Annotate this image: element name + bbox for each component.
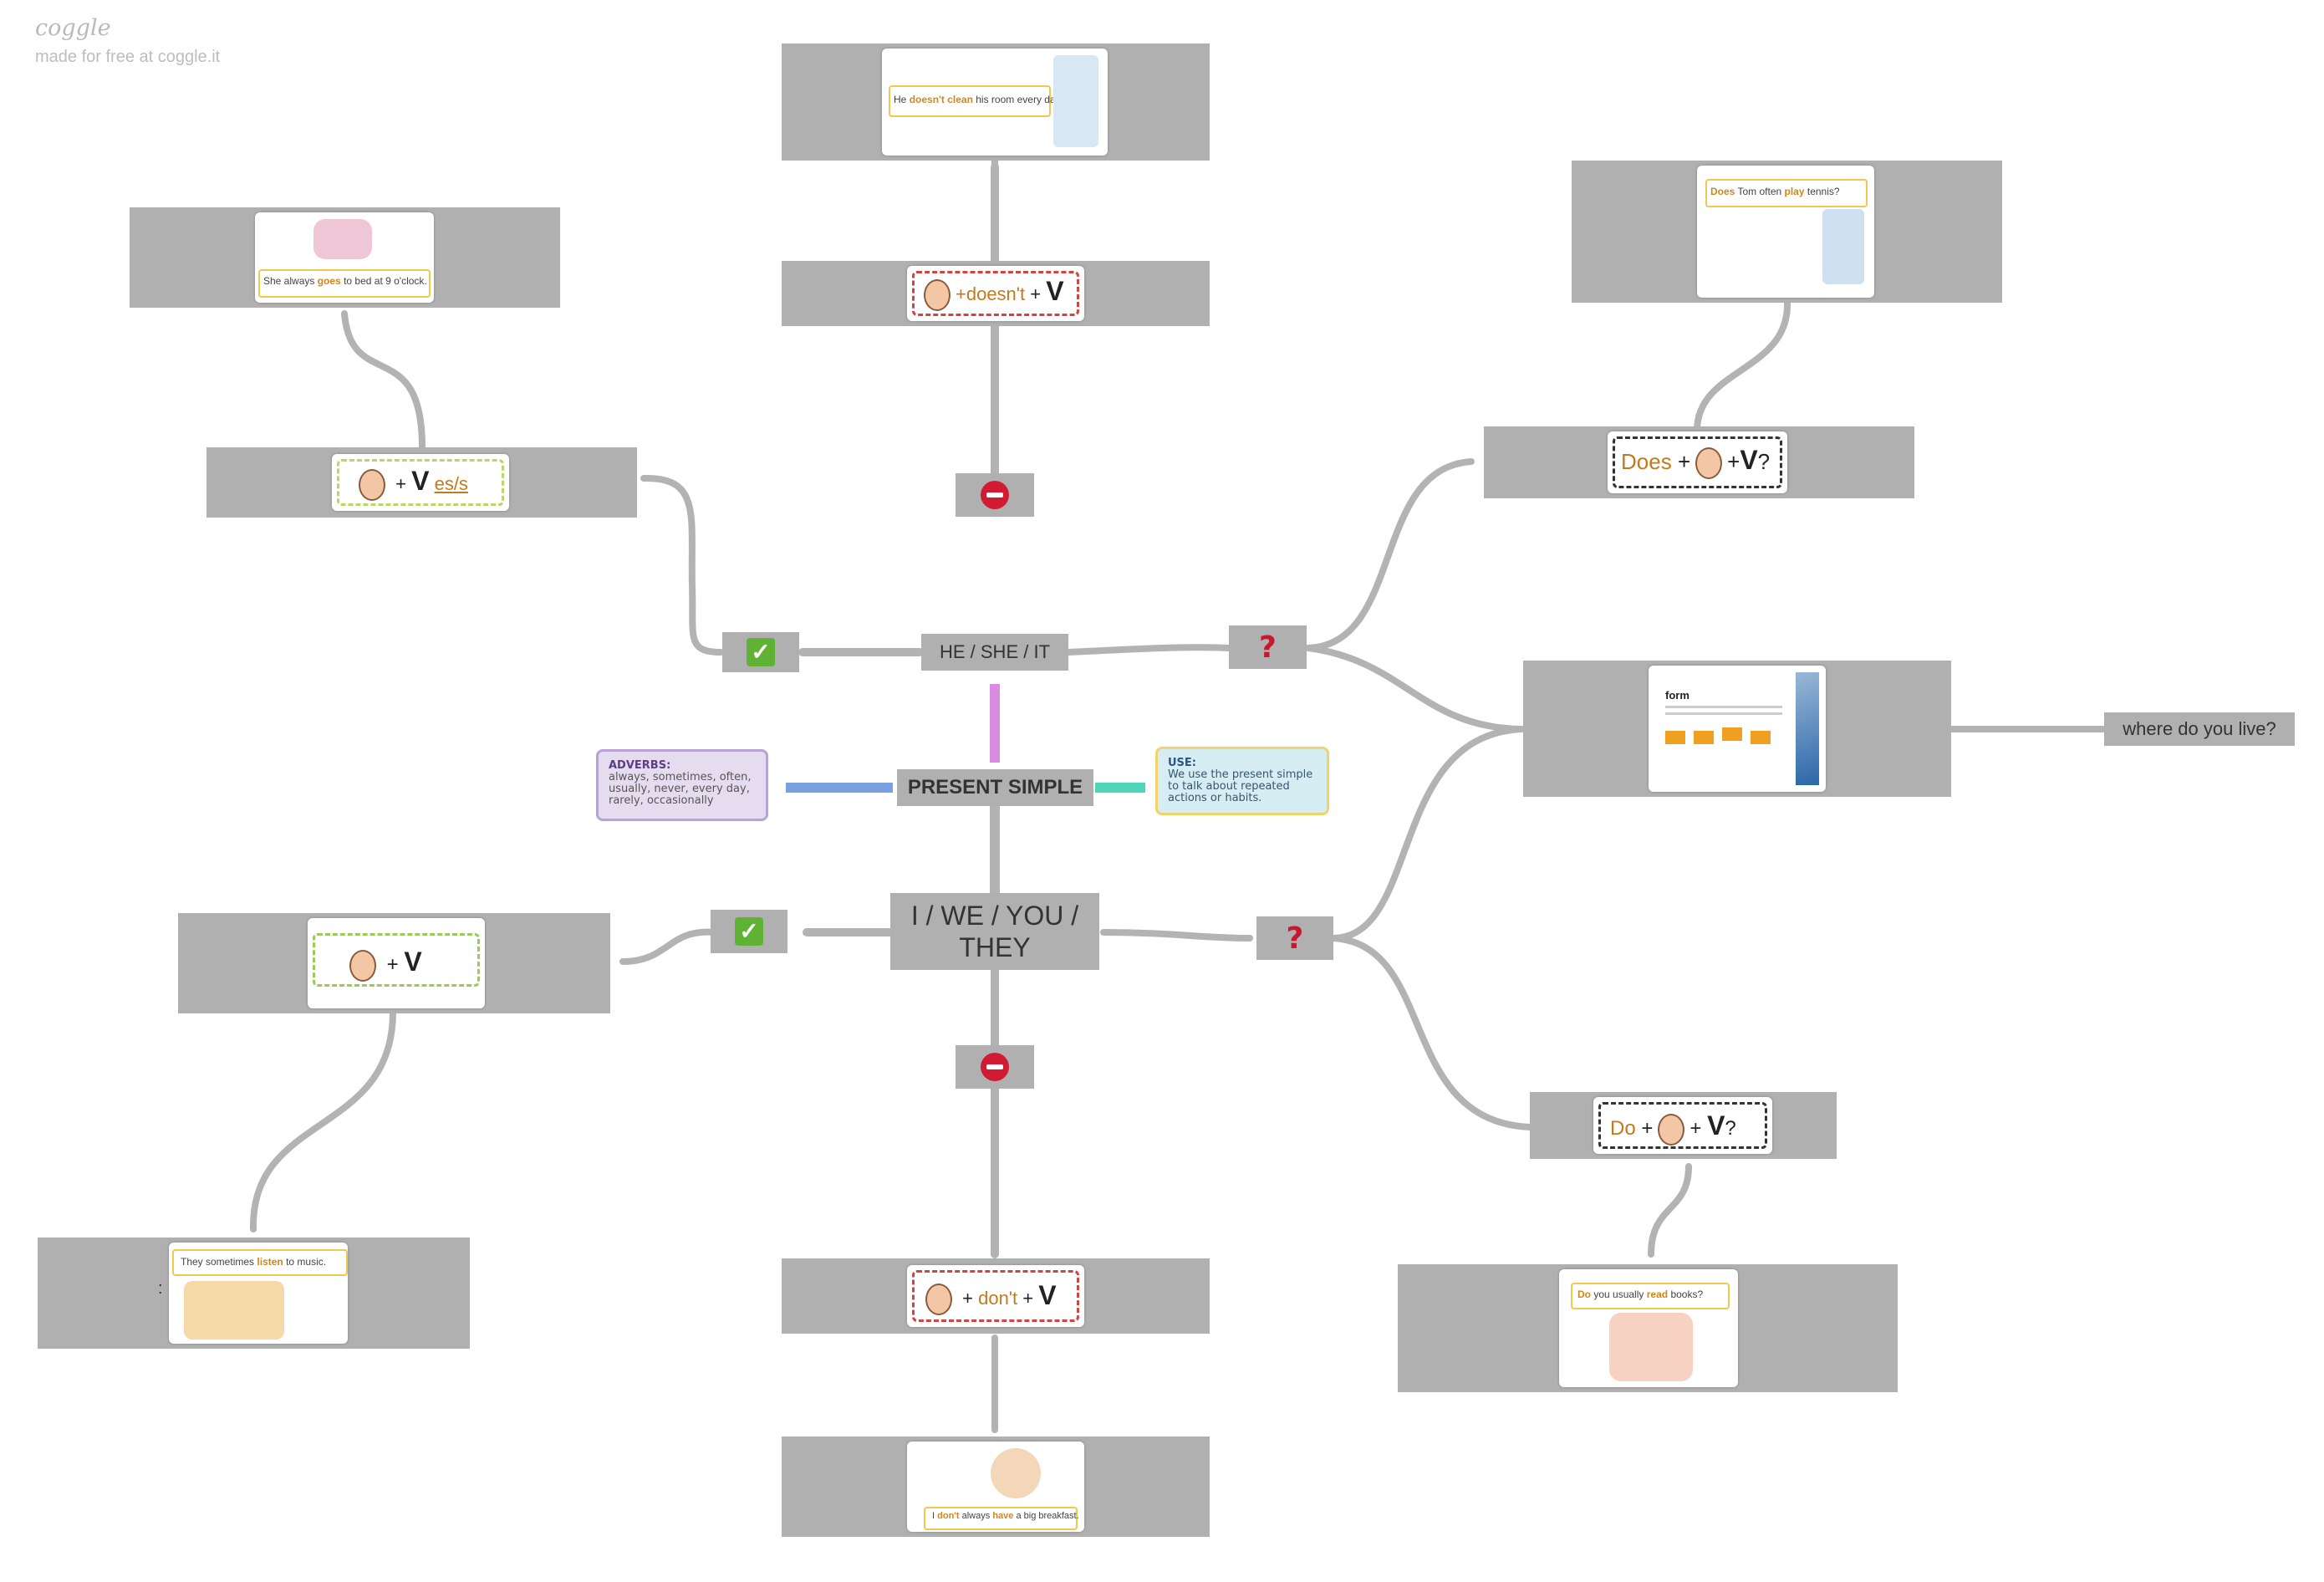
example-caption: I don't always have a big breakfast.: [932, 1511, 1079, 1521]
formula-text: + don't + V: [920, 1280, 1057, 1316]
form-title: form: [1665, 689, 1689, 702]
i-we-you-they-node[interactable]: I / WE / YOU / THEY: [890, 893, 1099, 970]
face-icon: [925, 1283, 952, 1316]
girl-illustration: [313, 219, 372, 259]
he-negative-formula-node[interactable]: +doesn't + V: [782, 261, 1210, 326]
branch-line: [1330, 726, 1525, 942]
children-music-illustration: [184, 1281, 284, 1340]
face-icon: [1695, 447, 1723, 480]
example-caption: He doesn't clean his room every day.: [894, 94, 1063, 105]
example-caption: She always goes to bed at 9 o'clock.: [263, 275, 427, 287]
branch-line: [1305, 458, 1475, 651]
they-question-formula-node[interactable]: Do ++ V?: [1530, 1092, 1837, 1159]
question-icon: ?: [1259, 630, 1277, 665]
formula-image: Do ++ V?: [1593, 1097, 1772, 1154]
boy-tennis-illustration: [1822, 209, 1864, 284]
where-do-you-live-label: where do you live?: [2123, 718, 2276, 739]
they-affirmative-sign-node[interactable]: ✓: [711, 910, 787, 953]
he-question-formula-node[interactable]: Does ++V?: [1484, 426, 1914, 498]
formula-image: + V es/s: [332, 454, 509, 511]
question-icon: ?: [1286, 921, 1304, 956]
branch-line: [1694, 299, 1791, 434]
coggle-tagline[interactable]: made for free at coggle.it: [35, 48, 221, 66]
branch-line: [341, 310, 426, 451]
use-title: USE:: [1168, 757, 1196, 769]
boy-cleaning-illustration: [1053, 55, 1098, 147]
stop-icon: [981, 481, 1009, 509]
formula-text: +doesn't + V: [919, 276, 1064, 312]
they-question-sign-node[interactable]: ?: [1256, 916, 1333, 960]
he-affirmative-sign-node[interactable]: ✓: [722, 632, 799, 672]
example-image: I don't always have a big breakfast.: [907, 1442, 1084, 1532]
formula-text: Does ++V?: [1621, 445, 1770, 480]
they-affirmative-formula-node[interactable]: + V: [178, 913, 610, 1013]
central-node[interactable]: PRESENT SIMPLE: [897, 769, 1093, 806]
he-she-it-label: HE / SHE / IT: [939, 641, 1051, 662]
example-caption: Does Tom often play tennis?: [1710, 186, 1840, 197]
face-icon: [924, 279, 950, 312]
he-affirmative-example-node[interactable]: She always goes to bed at 9 o'clock.: [130, 207, 560, 308]
example-image: Do you usually read books?: [1559, 1269, 1738, 1387]
formula-image: + don't + V: [907, 1265, 1084, 1327]
branch-line: [1330, 935, 1533, 1130]
form-card-node[interactable]: form: [1523, 661, 1951, 797]
branch-line: [1648, 1163, 1692, 1258]
he-question-sign-node[interactable]: ?: [1229, 625, 1307, 669]
formula-image: + V: [308, 918, 485, 1008]
mother-daughter-reading-illustration: [1609, 1313, 1693, 1381]
adverbs-text: always, sometimes, often, usually, never…: [609, 771, 752, 807]
formula-text: Do ++ V?: [1610, 1110, 1736, 1146]
formula-image: +doesn't + V: [907, 266, 1084, 321]
he-question-example-node[interactable]: Does Tom often play tennis?: [1572, 161, 2002, 303]
face-icon: [359, 469, 385, 502]
verb-symbol: V: [411, 466, 430, 496]
plus-sign: +: [395, 473, 406, 494]
boy-breakfast-illustration: [991, 1448, 1041, 1498]
check-icon: ✓: [735, 917, 763, 946]
suffix-text: es/s: [434, 473, 468, 494]
branch-line: [249, 1008, 396, 1232]
they-affirmative-example-node[interactable]: : They sometimes listen to music.: [38, 1238, 470, 1349]
he-affirmative-formula-node[interactable]: + V es/s: [206, 447, 637, 518]
central-node-label: PRESENT SIMPLE: [907, 776, 1083, 799]
he-negative-sign-node[interactable]: [956, 473, 1034, 517]
they-negative-example-node[interactable]: I don't always have a big breakfast.: [782, 1437, 1210, 1537]
use-text: We use the present simple to talk about …: [1168, 768, 1313, 804]
branch-line: [1065, 644, 1232, 656]
formula-image: Does ++V?: [1608, 431, 1787, 493]
he-she-it-node[interactable]: HE / SHE / IT: [921, 634, 1068, 671]
coggle-brand[interactable]: coggle made for free at coggle.it: [35, 15, 220, 67]
they-negative-sign-node[interactable]: [956, 1045, 1034, 1089]
branch-line: [1305, 645, 1525, 732]
stop-icon: [981, 1053, 1009, 1081]
formula-text: + V: [344, 947, 422, 982]
branch-line: [640, 474, 724, 656]
he-negative-example-node[interactable]: He doesn't clean his room every day.: [782, 43, 1210, 161]
branch-line: [1100, 929, 1253, 942]
example-caption: They sometimes listen to music.: [181, 1256, 327, 1268]
check-icon: ✓: [747, 638, 775, 666]
use-note[interactable]: USE: We use the present simple to talk a…: [1155, 747, 1329, 815]
formula-text: + V es/s: [354, 466, 468, 502]
coggle-logo[interactable]: coggle: [35, 15, 111, 41]
face-icon: [1658, 1113, 1685, 1146]
prefix-colon: :: [158, 1279, 163, 1298]
adverbs-title: ADVERBS:: [609, 759, 671, 772]
i-we-you-they-label: I / WE / YOU / THEY: [910, 901, 1079, 962]
they-question-example-node[interactable]: Do you usually read books?: [1398, 1264, 1898, 1392]
example-image: She always goes to bed at 9 o'clock.: [255, 212, 434, 303]
adverbs-note[interactable]: ADVERBS: always, sometimes, often, usual…: [596, 749, 768, 821]
where-do-you-live-node[interactable]: where do you live?: [2104, 712, 2295, 746]
example-image: They sometimes listen to music.: [169, 1243, 348, 1344]
branch-line: [619, 928, 718, 965]
example-caption: Do you usually read books?: [1577, 1289, 1704, 1300]
they-negative-formula-node[interactable]: + don't + V: [782, 1258, 1210, 1334]
face-icon: [349, 949, 376, 982]
form-chart-image: form: [1649, 666, 1826, 792]
example-image: Does Tom often play tennis?: [1697, 166, 1874, 298]
example-image: He doesn't clean his room every day.: [882, 48, 1108, 156]
